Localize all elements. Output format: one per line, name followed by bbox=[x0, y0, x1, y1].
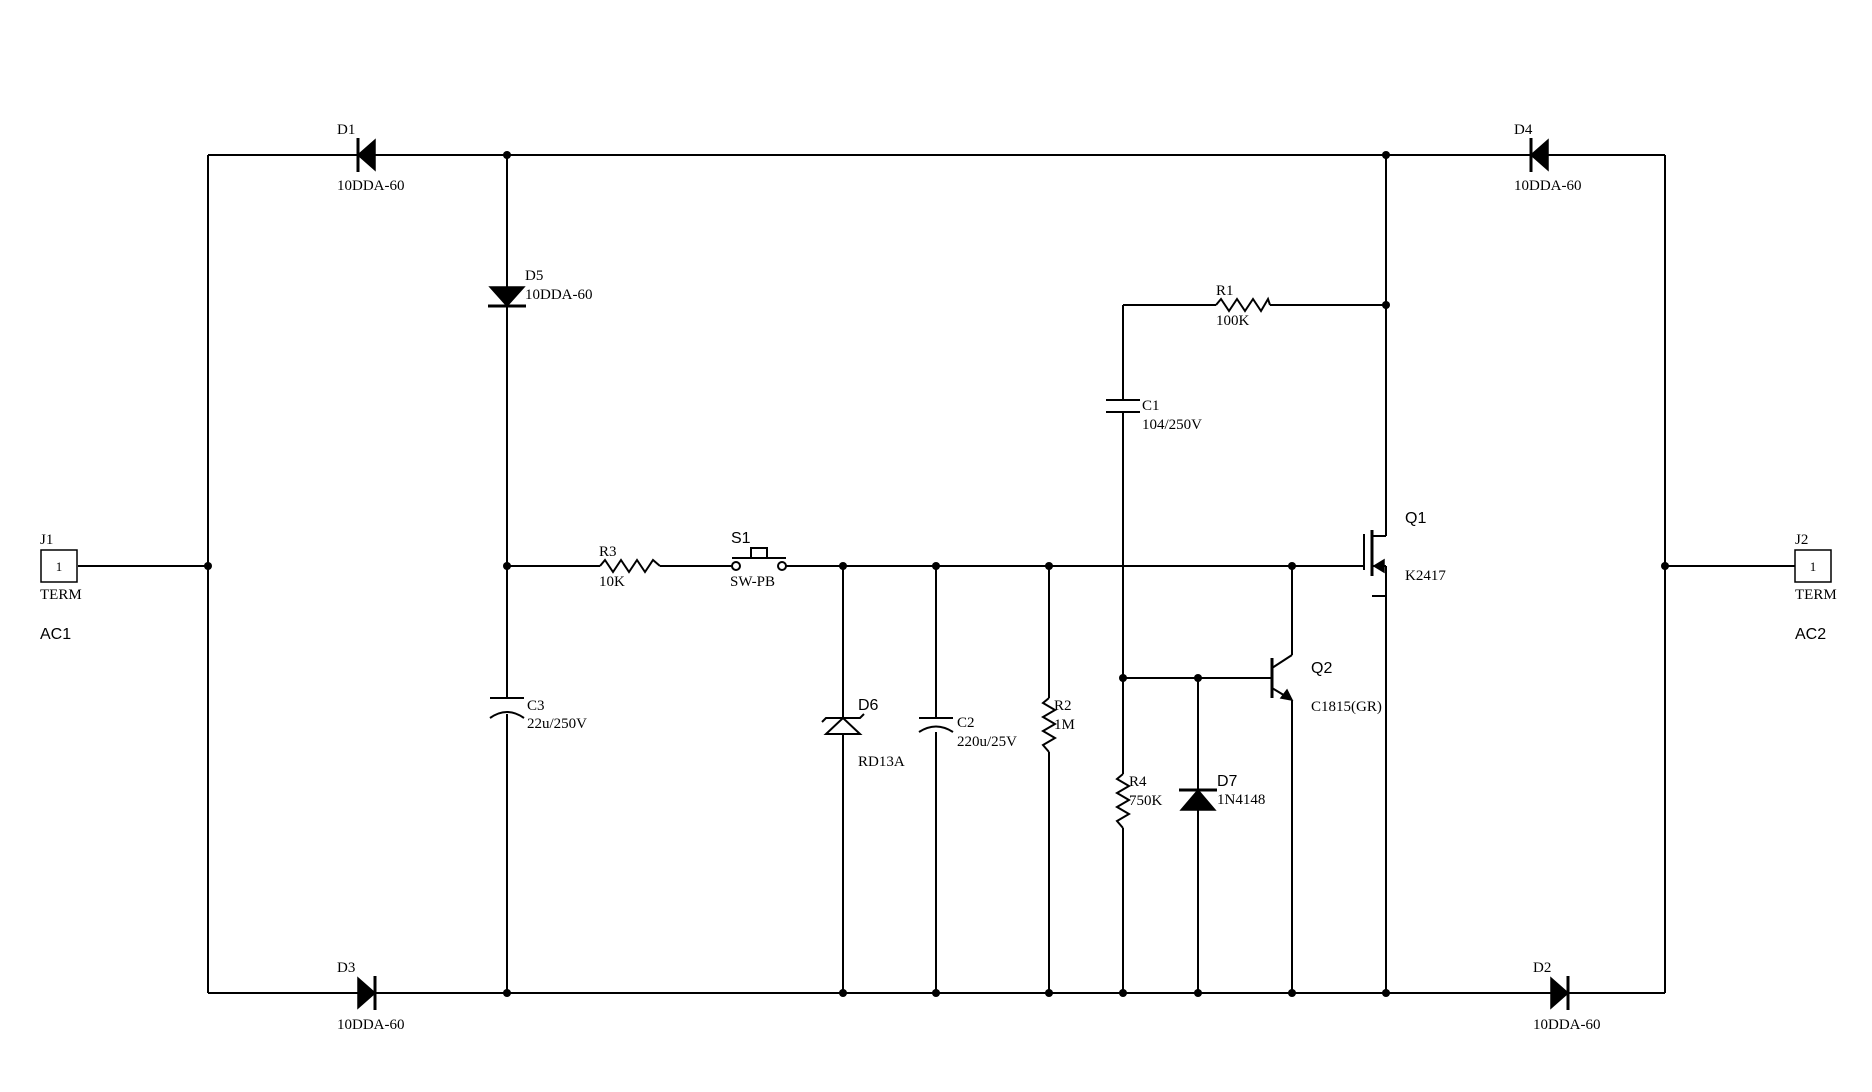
capacitor-c1[interactable]: C1 104/250V bbox=[1106, 398, 1202, 433]
j2-ref: J2 bbox=[1795, 532, 1808, 548]
q2-ref: Q2 bbox=[1311, 660, 1332, 677]
junction-dot bbox=[1382, 989, 1390, 997]
d4-value: 10DDA-60 bbox=[1514, 178, 1582, 194]
diode-d5[interactable]: D5 10DDA-60 bbox=[488, 268, 593, 308]
j2-net-label: AC2 bbox=[1795, 626, 1826, 643]
d7-value: 1N4148 bbox=[1217, 792, 1265, 808]
r4-ref: R4 bbox=[1129, 774, 1147, 790]
junction-dot bbox=[839, 989, 847, 997]
junction-dot bbox=[1119, 674, 1127, 682]
d2-value: 10DDA-60 bbox=[1533, 1017, 1601, 1033]
junction-dot bbox=[1119, 989, 1127, 997]
resistor-r2[interactable]: R2 1M bbox=[1041, 697, 1075, 753]
zener-diode-d6[interactable]: D6 RD13A bbox=[821, 697, 905, 770]
q2-value: C1815(GR) bbox=[1311, 699, 1382, 715]
r2-ref: R2 bbox=[1054, 698, 1072, 714]
r1-ref: R1 bbox=[1216, 283, 1234, 299]
d6-value: RD13A bbox=[858, 754, 905, 770]
junctions bbox=[204, 151, 1669, 997]
junction-dot bbox=[503, 151, 511, 159]
j2-value: TERM bbox=[1795, 587, 1837, 603]
junction-dot bbox=[1045, 562, 1053, 570]
r3-ref: R3 bbox=[599, 544, 617, 560]
r4-value: 750K bbox=[1129, 793, 1163, 809]
c3-ref: C3 bbox=[527, 698, 545, 714]
j1-value: TERM bbox=[40, 587, 82, 603]
junction-dot bbox=[503, 562, 511, 570]
junction-dot bbox=[932, 989, 940, 997]
d1-ref: D1 bbox=[337, 122, 355, 138]
junction-dot bbox=[1194, 674, 1202, 682]
junction-dot bbox=[839, 562, 847, 570]
transistor-q2[interactable]: Q2 C1815(GR) bbox=[1270, 654, 1382, 715]
junction-dot bbox=[1288, 562, 1296, 570]
c2-value: 220u/25V bbox=[957, 734, 1017, 750]
d2-ref: D2 bbox=[1533, 960, 1551, 976]
terminal-j2[interactable]: 1 J2 TERM AC2 bbox=[1794, 532, 1837, 643]
c1-value: 104/250V bbox=[1142, 417, 1202, 433]
s1-value: SW-PB bbox=[730, 574, 775, 590]
d6-ref: D6 bbox=[858, 697, 879, 714]
junction-dot bbox=[1382, 151, 1390, 159]
junction-dot bbox=[503, 989, 511, 997]
d7-ref: D7 bbox=[1217, 773, 1238, 790]
resistor-r4[interactable]: R4 750K bbox=[1115, 773, 1163, 829]
wires bbox=[78, 154, 1795, 994]
junction-dot bbox=[1194, 989, 1202, 997]
diode-d4[interactable]: D4 10DDA-60 bbox=[1514, 122, 1582, 194]
junction-dot bbox=[1288, 989, 1296, 997]
s1-ref: S1 bbox=[731, 530, 751, 547]
switch-s1[interactable]: S1 SW-PB bbox=[730, 530, 787, 590]
terminal-j1[interactable]: 1 J1 TERM AC1 bbox=[40, 532, 82, 643]
j1-ref: J1 bbox=[40, 532, 53, 548]
c2-ref: C2 bbox=[957, 715, 975, 731]
capacitor-c3[interactable]: C3 22u/250V bbox=[489, 697, 587, 732]
d4-ref: D4 bbox=[1514, 122, 1533, 138]
junction-dot bbox=[1045, 989, 1053, 997]
d1-value: 10DDA-60 bbox=[337, 178, 405, 194]
junction-dot bbox=[1382, 301, 1390, 309]
j1-net-label: AC1 bbox=[40, 626, 71, 643]
mosfet-q1[interactable]: Q1 K2417 bbox=[1363, 510, 1446, 597]
junction-dot bbox=[932, 562, 940, 570]
j1-pin: 1 bbox=[56, 559, 63, 574]
resistor-r3[interactable]: R3 10K bbox=[599, 544, 661, 590]
diode-d3[interactable]: D3 10DDA-60 bbox=[337, 960, 405, 1033]
r3-value: 10K bbox=[599, 574, 625, 590]
resistor-r1[interactable]: R1 100K bbox=[1215, 283, 1271, 329]
junction-dot bbox=[204, 562, 212, 570]
junction-dot bbox=[1661, 562, 1669, 570]
c1-ref: C1 bbox=[1142, 398, 1160, 414]
capacitor-c2[interactable]: C2 220u/25V bbox=[918, 715, 1017, 750]
diode-d1[interactable]: D1 10DDA-60 bbox=[337, 122, 405, 194]
q1-value: K2417 bbox=[1405, 568, 1446, 584]
r2-value: 1M bbox=[1054, 717, 1075, 733]
j2-pin: 1 bbox=[1810, 559, 1817, 574]
diode-d7[interactable]: D7 1N4148 bbox=[1179, 773, 1265, 811]
r1-value: 100K bbox=[1216, 313, 1250, 329]
d5-ref: D5 bbox=[525, 268, 543, 284]
d3-ref: D3 bbox=[337, 960, 355, 976]
c3-value: 22u/250V bbox=[527, 716, 587, 732]
q1-ref: Q1 bbox=[1405, 510, 1426, 527]
diode-d2[interactable]: D2 10DDA-60 bbox=[1533, 960, 1601, 1033]
d3-value: 10DDA-60 bbox=[337, 1017, 405, 1033]
d5-value: 10DDA-60 bbox=[525, 287, 593, 303]
